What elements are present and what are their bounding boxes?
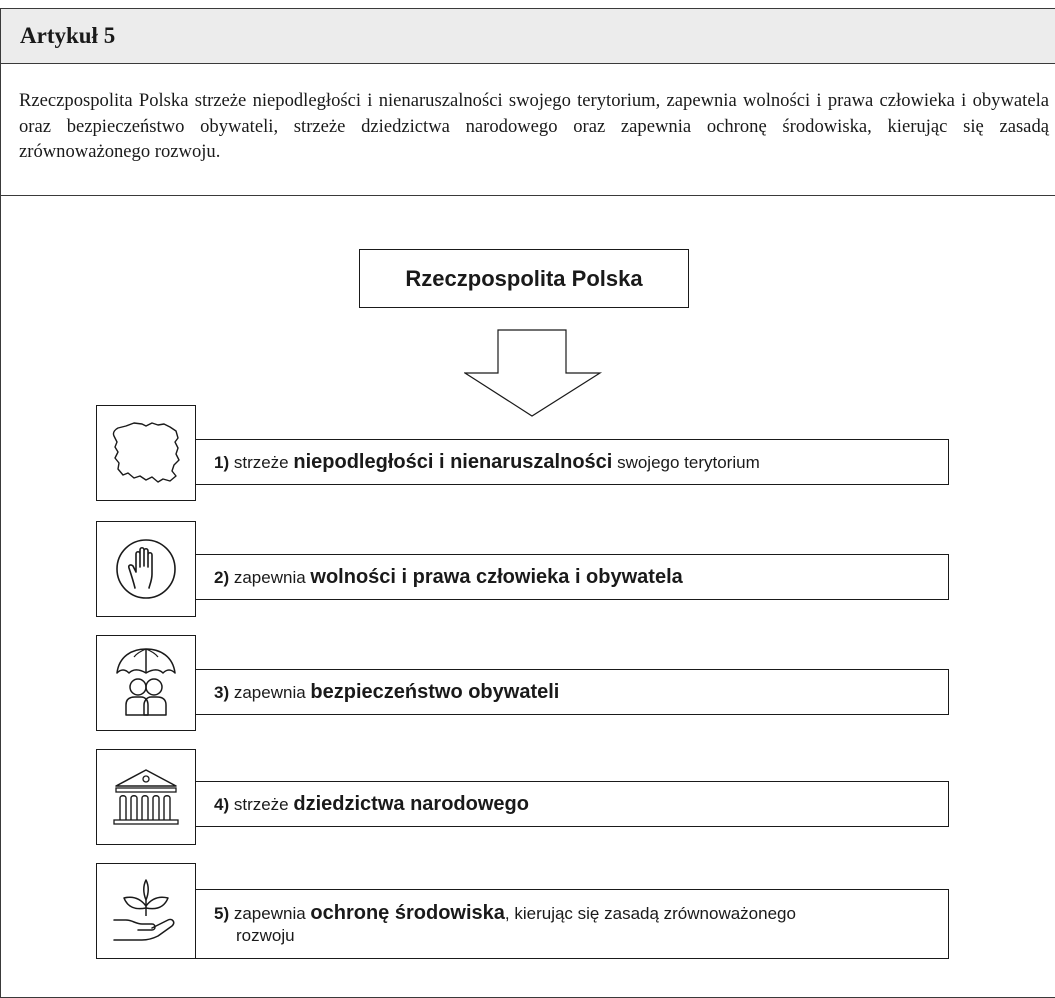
item-4-pre: strzeże bbox=[229, 794, 294, 814]
item-2-icon-box bbox=[96, 521, 196, 617]
museum-building-icon bbox=[113, 769, 179, 825]
item-3-pre: zapewnia bbox=[229, 682, 311, 702]
item-5-post-continued: rozwoju bbox=[236, 925, 295, 945]
down-arrow-icon bbox=[464, 329, 604, 419]
hand-plant-icon bbox=[113, 879, 175, 941]
poland-map-icon bbox=[112, 422, 180, 483]
item-2-number: 2) bbox=[214, 567, 230, 587]
item-4-bold: dziedzictwa narodowego bbox=[293, 792, 529, 815]
item-2-text-box: 2) zapewnia wolności i prawa człowieka i… bbox=[196, 554, 949, 600]
item-3-number: 3) bbox=[214, 682, 230, 702]
item-4-icon-box bbox=[96, 749, 196, 845]
item-5-pre: zapewnia bbox=[229, 903, 311, 923]
item-3-text-box: 3) zapewnia bezpieczeństwo obywateli bbox=[196, 669, 949, 715]
item-5-number: 5) bbox=[214, 903, 230, 923]
item-1-pre: strzeże bbox=[229, 452, 294, 472]
item-3-icon-box bbox=[96, 635, 196, 731]
item-3-bold: bezpieczeństwo obywateli bbox=[310, 680, 560, 703]
umbrella-people-icon bbox=[116, 648, 176, 716]
item-5-text-box: 5) zapewnia ochronę środowiska, kierując… bbox=[196, 889, 949, 959]
article-title: Artykuł 5 bbox=[20, 23, 116, 48]
item-2-pre: zapewnia bbox=[229, 567, 311, 587]
item-2-bold: wolności i prawa człowieka i obywatela bbox=[310, 565, 683, 588]
article-frame: Artykuł 5 Rzeczpospolita Polska strzeże … bbox=[0, 8, 1055, 998]
article-header: Artykuł 5 bbox=[1, 9, 1055, 64]
item-5-bold: ochronę środowiska bbox=[310, 901, 505, 924]
item-5-icon-box bbox=[96, 863, 196, 959]
item-1-post: swojego terytorium bbox=[612, 452, 760, 472]
article-text: Rzeczpospolita Polska strzeże niepodległ… bbox=[19, 90, 1049, 162]
item-5-post: , kierując się zasadą zrównoważonego bbox=[504, 903, 796, 923]
section-divider bbox=[1, 195, 1055, 196]
item-1-number: 1) bbox=[214, 452, 230, 472]
item-1-bold: niepodległości i nienaruszalności bbox=[293, 450, 613, 473]
item-4-text-box: 4) strzeże dziedzictwa narodowego bbox=[196, 781, 949, 827]
item-4-number: 4) bbox=[214, 794, 230, 814]
item-1-text-box: 1) strzeże niepodległości i nienaruszaln… bbox=[196, 439, 949, 485]
diagram-top-box: Rzeczpospolita Polska bbox=[359, 249, 689, 308]
raised-hand-icon bbox=[116, 539, 176, 599]
item-1-icon-box bbox=[96, 405, 196, 501]
